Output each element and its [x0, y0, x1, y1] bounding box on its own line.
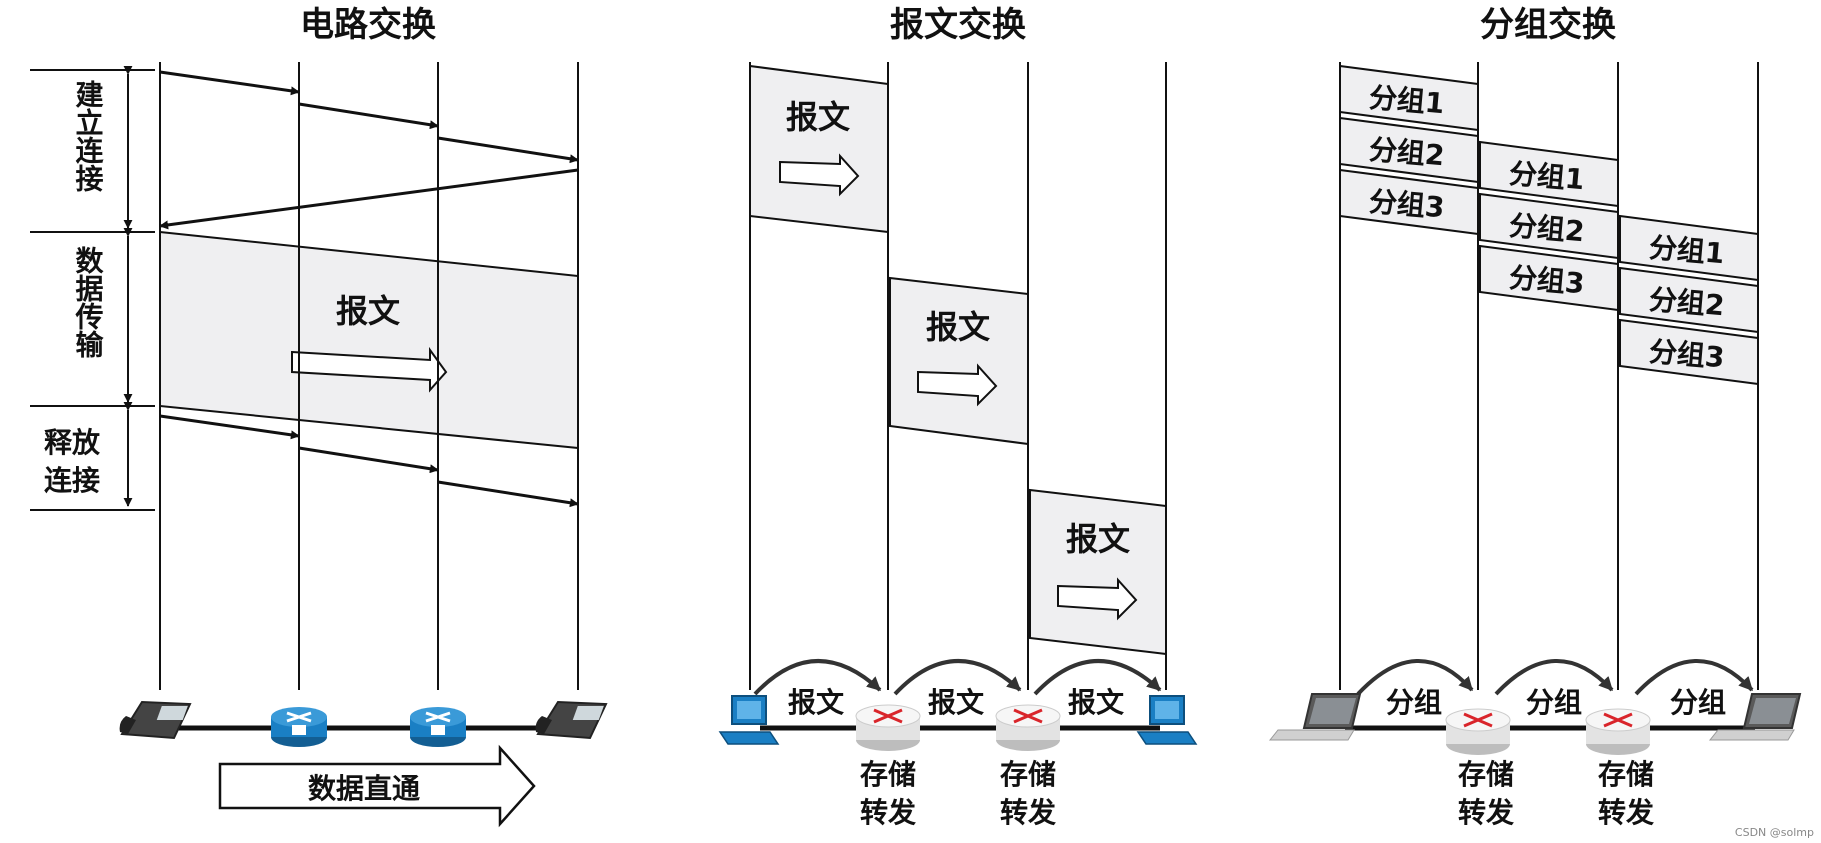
node-caption: 存储转发 [1598, 758, 1654, 829]
message-title: 报文交换 [890, 5, 1026, 45]
hop-label: 报文 [1068, 686, 1124, 719]
packet-label: 分组3 [1368, 185, 1446, 224]
message-label: 报文 [786, 98, 850, 136]
packet-title: 分组交换 [1480, 5, 1616, 45]
storage-router-icon [995, 704, 1061, 751]
packet-label: 分组2 [1368, 133, 1446, 172]
right-arrow-icon [917, 363, 998, 407]
setup-signals [159, 70, 579, 230]
hop-label: 分组 [1670, 686, 1726, 719]
phone-icon [119, 700, 192, 740]
message-label: 报文 [926, 308, 990, 346]
time-axes [749, 62, 1167, 690]
hop-arcs [1356, 659, 1754, 696]
router-icon [410, 707, 466, 747]
hop-label: 报文 [928, 686, 984, 719]
time-axes [159, 62, 579, 690]
storage-router-icon [855, 704, 921, 751]
storage-router-icon [1585, 708, 1651, 755]
message-switching-panel: 报文交换 报文 报文 报文 报文 报文 报文 [718, 5, 1198, 829]
direct-path-arrow-icon [218, 744, 536, 828]
node-caption: 存储转发 [860, 758, 916, 829]
circuit-title: 电路交换 [300, 5, 436, 45]
hop-label: 分组 [1526, 686, 1582, 719]
hop-arcs [753, 659, 1162, 696]
direct-path-label: 数据直通 [308, 772, 420, 805]
watermark: CSDN @solmp [1735, 826, 1814, 839]
message-box [1029, 488, 1167, 656]
phone-icon [535, 700, 608, 740]
computer-icon [1136, 695, 1198, 745]
right-arrow-icon [779, 153, 860, 197]
phase-transfer-label: 数据传输 [72, 246, 105, 358]
right-arrow-icon [1057, 577, 1138, 621]
packet-label: 分组2 [1648, 283, 1726, 322]
hop-label: 报文 [788, 686, 844, 719]
laptop-icon [1268, 693, 1362, 741]
packet-label: 分组1 [1508, 157, 1586, 196]
phase-release-label: 释放连接 [44, 426, 101, 497]
packet-label: 分组3 [1508, 261, 1586, 300]
release-signals [159, 414, 579, 508]
packet-label: 分组3 [1648, 335, 1726, 374]
node-caption: 存储转发 [1458, 758, 1514, 829]
packet-label: 分组1 [1648, 231, 1726, 270]
circuit-switching-panel: 电路交换 建立连接 数据传输 释放连接 报文 [30, 5, 608, 828]
message-label: 报文 [1066, 520, 1130, 558]
packet-label: 分组1 [1368, 81, 1446, 120]
time-axes [1339, 62, 1759, 690]
node-caption: 存储转发 [1000, 758, 1056, 829]
computer-icon [718, 695, 780, 745]
packet-label: 分组2 [1508, 209, 1586, 248]
hop-label: 分组 [1386, 686, 1442, 719]
message-box [889, 276, 1029, 446]
phase-setup-label: 建立连接 [72, 80, 105, 192]
packet-bands [1339, 64, 1759, 386]
message-box [749, 64, 889, 234]
packet-switching-panel: 分组交换 分组1 分组2 分组3 分组1 分组2 分组3 分组1 分组2 分组3 [1268, 5, 1802, 829]
data-transfer-band [159, 230, 579, 450]
circuit-message-label: 报文 [336, 292, 400, 330]
storage-router-icon [1445, 708, 1511, 755]
router-icon [271, 707, 327, 747]
phase-bracket [30, 65, 155, 511]
laptop-icon [1708, 693, 1802, 741]
